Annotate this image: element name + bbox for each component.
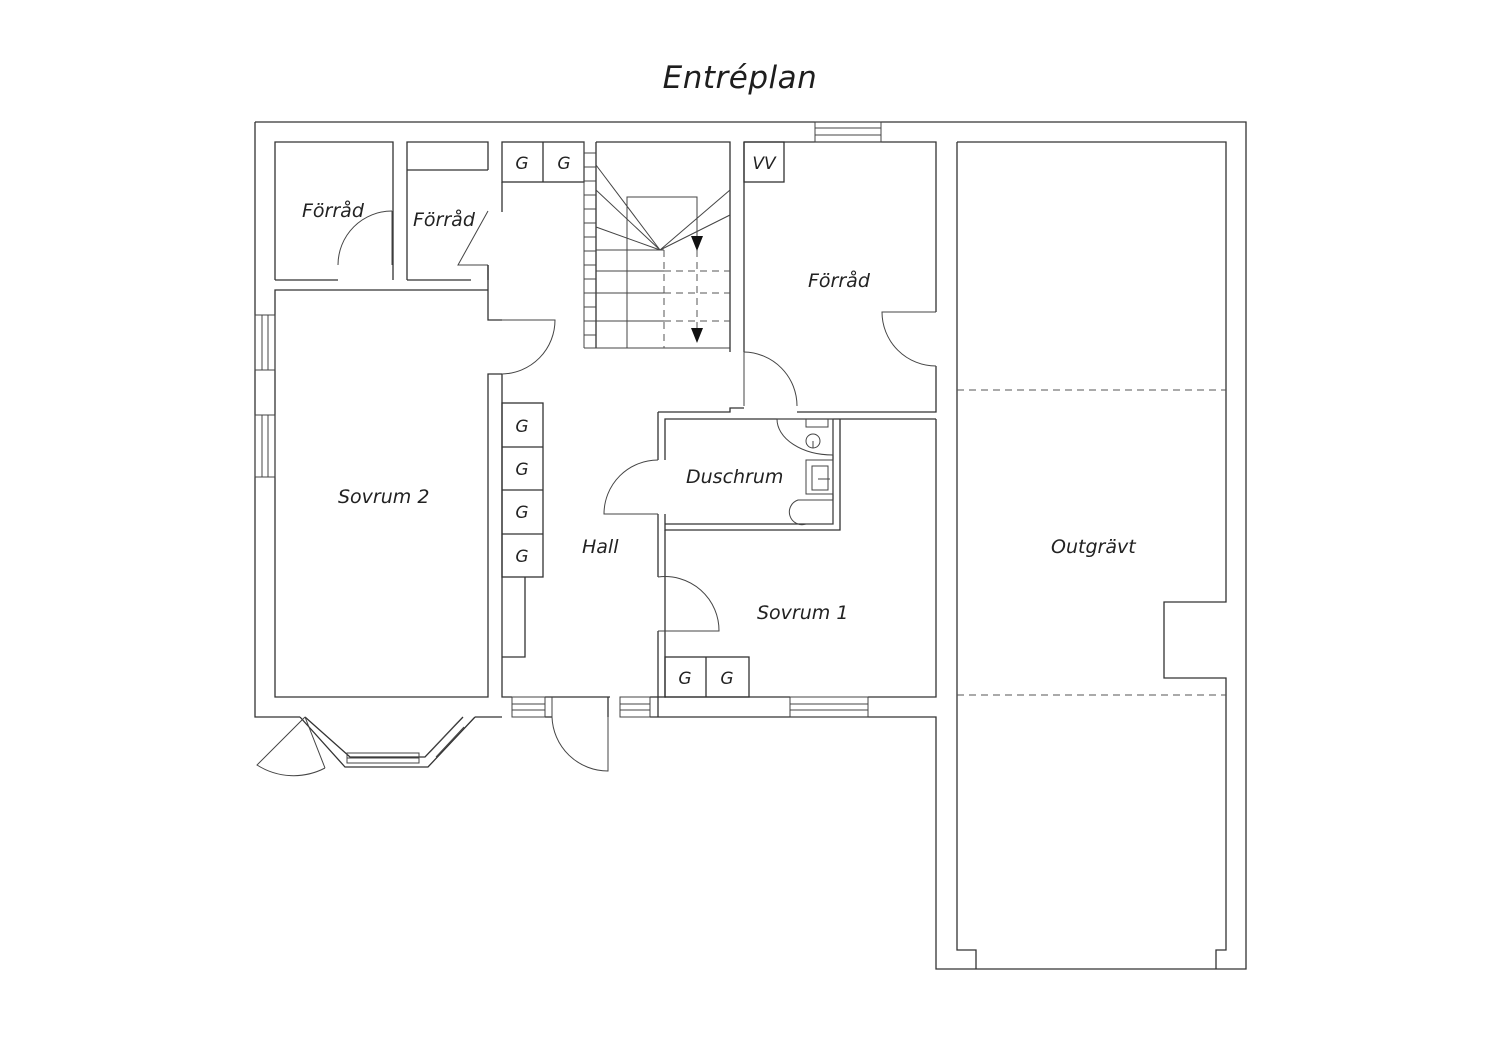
windows	[254, 121, 882, 718]
forrad-3-walls	[658, 141, 937, 413]
entrance-door	[551, 697, 609, 772]
door-duschrum	[603, 459, 659, 515]
room-label-sovrum-1: Sovrum 1	[757, 602, 848, 624]
outgravt-area	[956, 141, 1227, 969]
door-stair-to-hall	[743, 351, 798, 407]
wardrobe-label: G	[515, 154, 528, 174]
wardrobes-top	[501, 141, 585, 183]
wardrobe-label: G	[720, 669, 733, 689]
wardrobe-label: G	[515, 417, 528, 437]
bay-window	[299, 716, 476, 768]
shower-fixtures	[776, 418, 834, 526]
door-forrad-3	[881, 311, 937, 367]
room-label-hall: Hall	[582, 536, 619, 558]
wardrobes-hall	[501, 402, 544, 658]
staircase	[583, 141, 731, 352]
wardrobes-sovrum-1	[664, 656, 750, 698]
wardrobe-label: G	[515, 503, 528, 523]
room-label-forrad-3: Förråd	[808, 269, 871, 292]
door-forrad-2	[457, 210, 489, 266]
bay-door	[256, 716, 326, 777]
room-label-duschrum: Duschrum	[686, 466, 783, 488]
wardrobe-label: G	[515, 460, 528, 480]
room-label-forrad-1: Förråd	[302, 199, 365, 222]
wardrobe-label: G	[678, 669, 691, 689]
boiler-label: VV	[752, 154, 777, 174]
wardrobe-label: G	[557, 154, 570, 174]
hall-walls	[274, 182, 666, 698]
room-label-sovrum-2: Sovrum 2	[338, 486, 429, 508]
door-sovrum-1	[657, 576, 720, 632]
plan-title: Entréplan	[662, 60, 818, 96]
sovrum-1-walls	[657, 419, 937, 717]
door-forrad-1	[337, 210, 393, 266]
room-label-forrad-2: Förråd	[413, 208, 476, 231]
room-label-outgravt: Outgrävt	[1051, 536, 1137, 558]
wardrobe-label: G	[515, 547, 528, 567]
door-sovrum-2	[501, 319, 556, 375]
